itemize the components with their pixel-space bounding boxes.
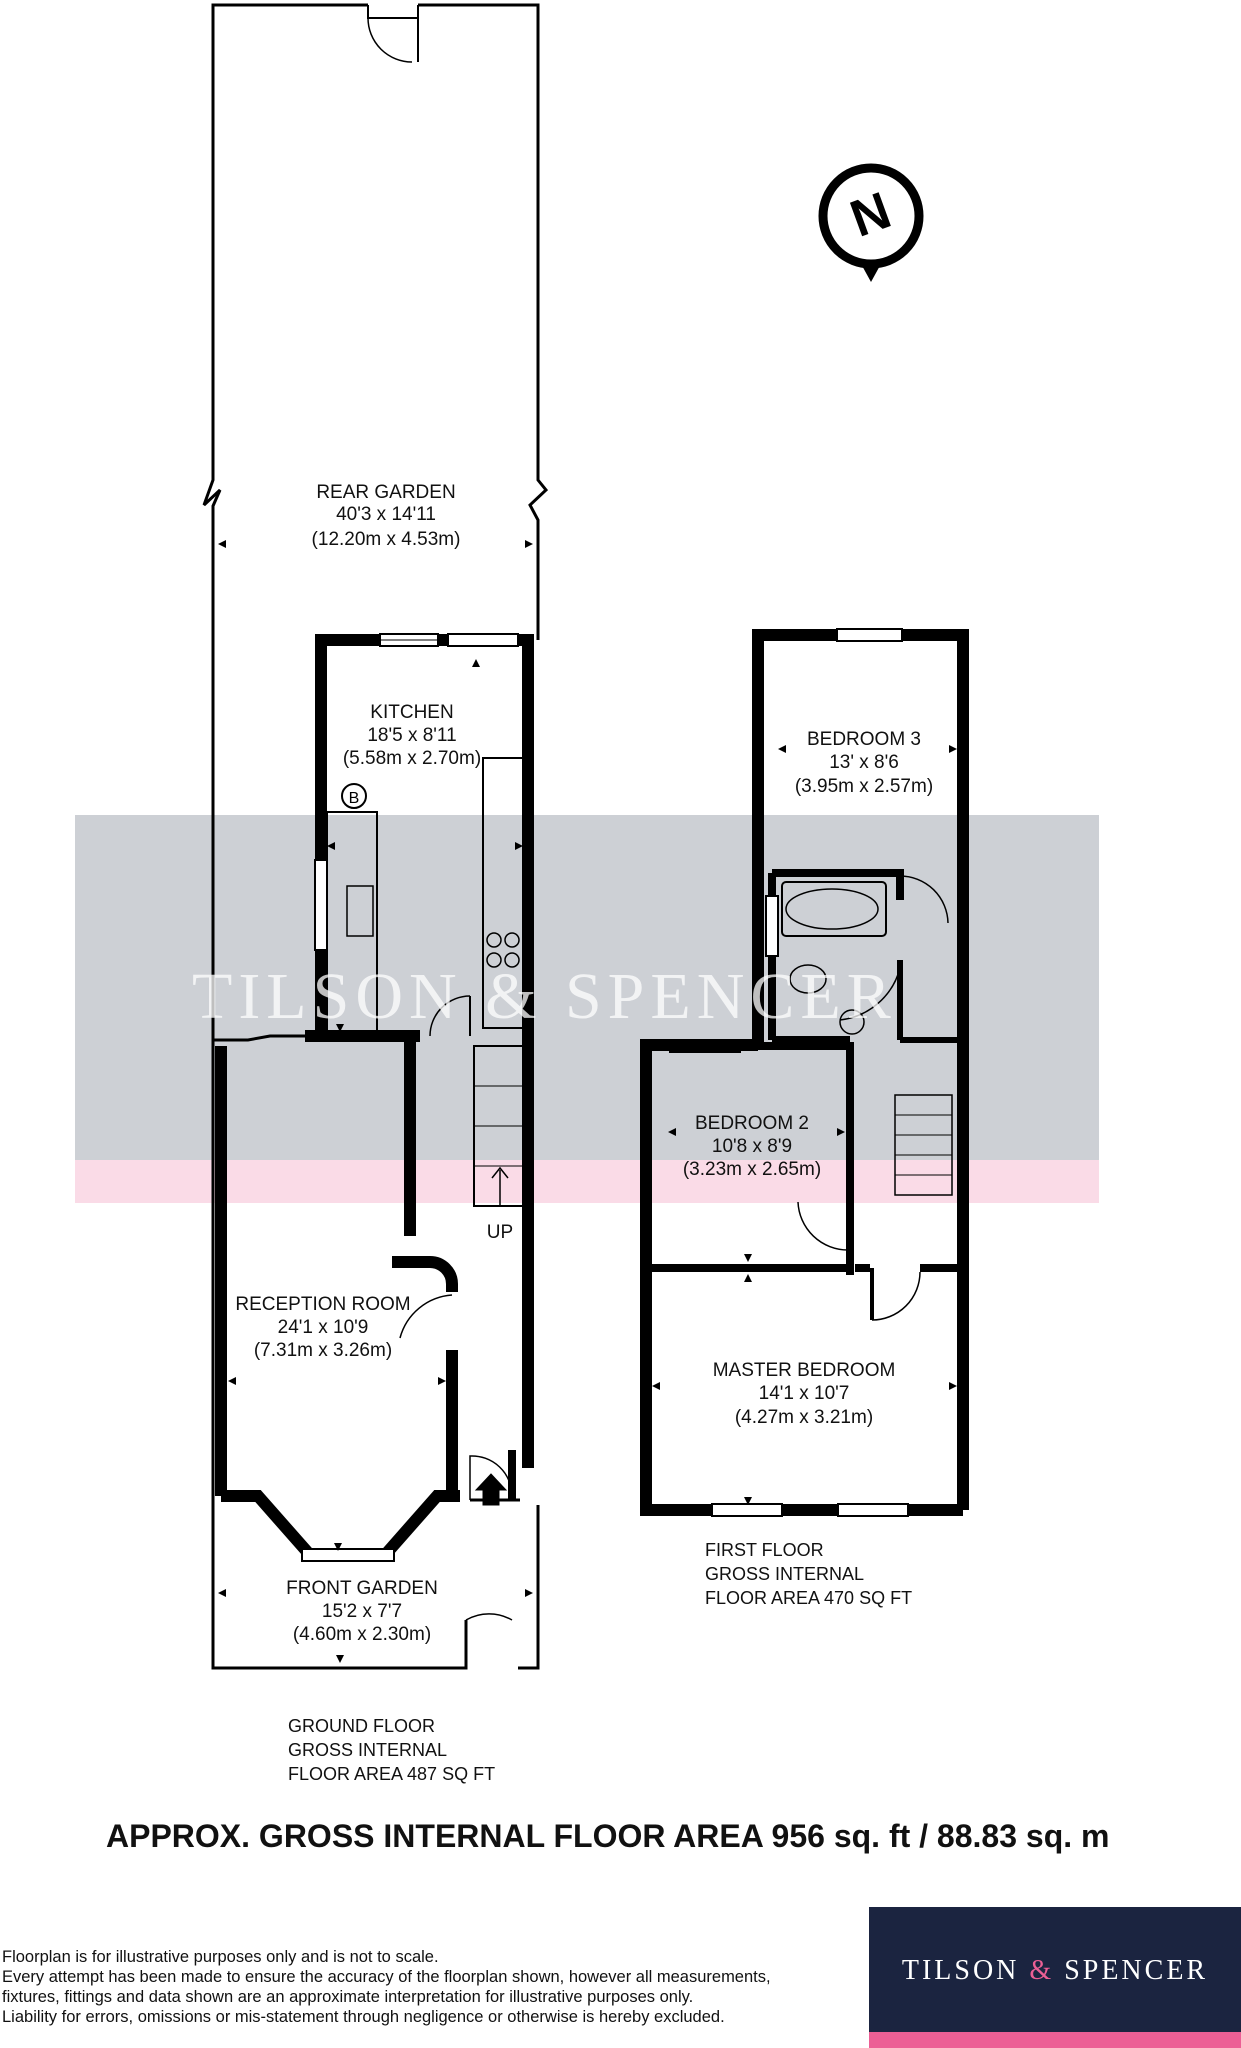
room-name: REAR GARDEN xyxy=(316,482,455,503)
room-bedroom-3: BEDROOM 3 13' x 8'6 (3.95m x 2.57m) xyxy=(795,729,933,797)
svg-text:FLOOR AREA 487 SQ FT: FLOOR AREA 487 SQ FT xyxy=(288,1764,495,1784)
room-name: FRONT GARDEN xyxy=(286,1578,438,1599)
room-size-imperial: 40'3 x 14'11 xyxy=(336,504,436,525)
first-floor-area-label: FIRST FLOOR GROSS INTERNAL FLOOR AREA 47… xyxy=(705,1540,912,1608)
logo-word-left: TILSON xyxy=(901,1955,1020,1986)
watermark-band-pink xyxy=(75,1160,1099,1203)
room-size-metric: (3.23m x 2.65m) xyxy=(683,1159,821,1180)
room-size-imperial: 24'1 x 10'9 xyxy=(278,1317,369,1338)
room-size-imperial: 10'8 x 8'9 xyxy=(712,1136,792,1157)
room-front-garden: FRONT GARDEN 15'2 x 7'7 (4.60m x 2.30m) xyxy=(286,1578,438,1645)
room-size-metric: (7.31m x 3.26m) xyxy=(254,1340,392,1361)
disclaimer-line: Every attempt has been made to ensure th… xyxy=(2,1968,771,1986)
watermark-band-grey xyxy=(75,815,1099,1160)
svg-text:GROSS INTERNAL: GROSS INTERNAL xyxy=(288,1740,447,1760)
room-size-imperial: 14'1 x 10'7 xyxy=(759,1383,850,1404)
dimension-ticks xyxy=(218,540,957,1663)
room-master-bedroom: MASTER BEDROOM 14'1 x 10'7 (4.27m x 3.21… xyxy=(713,1360,896,1428)
room-name: RECEPTION ROOM xyxy=(235,1294,410,1315)
agency-logo: TILSON & SPENCER xyxy=(869,1955,1241,1987)
ground-floor-area-label: GROUND FLOOR GROSS INTERNAL FLOOR AREA 4… xyxy=(288,1716,495,1784)
svg-text:GROUND FLOOR: GROUND FLOOR xyxy=(288,1716,435,1736)
disclaimer-line: Liability for errors, omissions or mis-s… xyxy=(2,2008,725,2026)
room-name: BEDROOM 2 xyxy=(695,1113,809,1134)
room-size-metric: (5.58m x 2.70m) xyxy=(343,748,481,769)
room-size-imperial: 15'2 x 7'7 xyxy=(322,1601,402,1622)
room-kitchen: KITCHEN 18'5 x 8'11 (5.58m x 2.70m) B xyxy=(343,702,481,807)
room-name: KITCHEN xyxy=(370,702,453,723)
room-size-metric: (4.27m x 3.21m) xyxy=(735,1407,873,1428)
watermark-text: TILSON & SPENCER xyxy=(192,960,897,1033)
agency-logo-accent-bar xyxy=(869,2032,1241,2048)
disclaimer-line: fixtures, fittings and data shown are an… xyxy=(2,1988,694,2006)
first-floor-plan xyxy=(640,628,969,1517)
disclaimer-line: Floorplan is for illustrative purposes o… xyxy=(2,1948,439,1966)
svg-text:FLOOR AREA 470 SQ FT: FLOOR AREA 470 SQ FT xyxy=(705,1588,912,1608)
logo-ampersand: & xyxy=(1029,1955,1055,1986)
svg-text:FIRST FLOOR: FIRST FLOOR xyxy=(705,1540,824,1560)
compass-letter: N xyxy=(843,181,898,248)
room-size-metric: (12.20m x 4.53m) xyxy=(312,529,461,550)
stairs-up-label: UP xyxy=(487,1222,513,1243)
total-floor-area: APPROX. GROSS INTERNAL FLOOR AREA 956 sq… xyxy=(106,1818,1110,1854)
room-name: MASTER BEDROOM xyxy=(713,1360,896,1381)
room-name: BEDROOM 3 xyxy=(807,729,921,750)
room-size-metric: (4.60m x 2.30m) xyxy=(293,1624,431,1645)
compass-icon: N xyxy=(818,163,924,282)
room-bedroom-2: BEDROOM 2 10'8 x 8'9 (3.23m x 2.65m) xyxy=(683,1113,821,1180)
logo-word-right: SPENCER xyxy=(1064,1955,1209,1986)
svg-text:GROSS INTERNAL: GROSS INTERNAL xyxy=(705,1564,864,1584)
disclaimer: Floorplan is for illustrative purposes o… xyxy=(2,1947,852,2027)
room-size-imperial: 18'5 x 8'11 xyxy=(367,725,456,746)
agency-logo-box xyxy=(869,1907,1241,2048)
ground-floor-plan xyxy=(202,3,549,1670)
room-reception: RECEPTION ROOM 24'1 x 10'9 (7.31m x 3.26… xyxy=(235,1294,410,1361)
boiler-marker: B xyxy=(349,790,360,807)
room-size-metric: (3.95m x 2.57m) xyxy=(795,776,933,797)
room-size-imperial: 13' x 8'6 xyxy=(829,752,899,773)
room-rear-garden: REAR GARDEN 40'3 x 14'11 (12.20m x 4.53m… xyxy=(312,472,461,553)
